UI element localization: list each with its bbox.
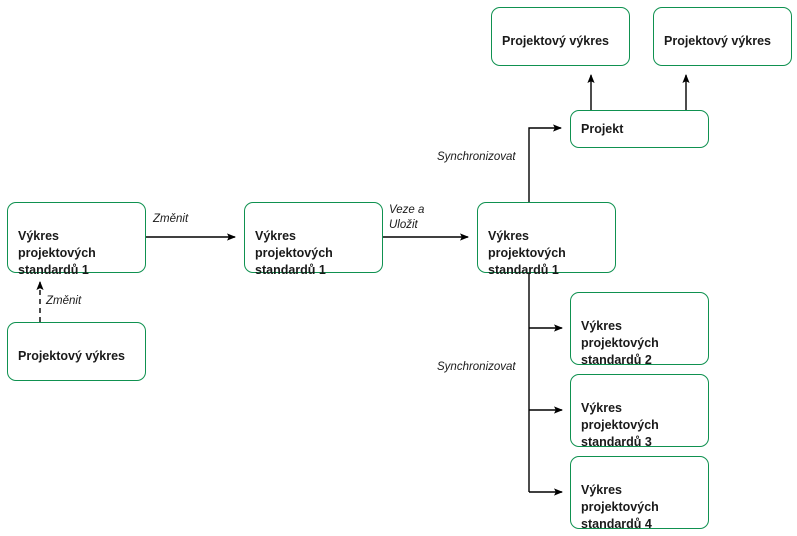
- node-vykres-standardu-3[interactable]: Výkres projektových standardů 3: [570, 374, 709, 449]
- node-label: Výkres projektových standardů 1: [488, 229, 566, 277]
- node-label: Výkres projektových standardů 4: [581, 483, 659, 531]
- edge-label-zmenit-horizontal: Změnit: [153, 213, 189, 225]
- node-projektovy-vykres-top-right[interactable]: Projektový výkres: [653, 7, 792, 66]
- node-projektovy-vykres-top-left[interactable]: Projektový výkres: [491, 7, 630, 66]
- edge-synchronizovat-projekt: [528, 124, 562, 202]
- node-vykres-standardu-1-c[interactable]: Výkres projektových standardů 1: [477, 202, 616, 277]
- node-vykres-standardu-1-a[interactable]: Výkres projektových standardů 1: [7, 202, 146, 277]
- node-label: Projektový výkres: [502, 34, 610, 48]
- node-label: Výkres projektových standardů 1: [255, 229, 333, 277]
- node-label: Výkres projektových standardů 1: [18, 229, 96, 277]
- node-label: Projektový výkres: [664, 34, 772, 48]
- edge-label-zmenit-vertical: Změnit: [46, 295, 82, 307]
- node-vykres-standardu-2[interactable]: Výkres projektových standardů 2: [570, 292, 709, 367]
- node-vykres-standardu-1-b[interactable]: Výkres projektových standardů 1: [244, 202, 383, 277]
- node-label: Výkres projektových standardů 3: [581, 401, 659, 449]
- node-projektovy-vykres-bottom-left[interactable]: Projektový výkres: [7, 322, 146, 381]
- node-vykres-standardu-4[interactable]: Výkres projektových standardů 4: [570, 456, 709, 531]
- edge-label-veze-a-ulozit: Veze a Uložit: [389, 204, 425, 231]
- edge-label-synchronizovat-top: Synchronizovat: [437, 151, 516, 163]
- node-projekt[interactable]: Projekt: [570, 110, 709, 148]
- node-label: Projekt: [581, 121, 624, 136]
- node-label: Výkres projektových standardů 2: [581, 319, 659, 367]
- node-label: Projektový výkres: [18, 349, 126, 363]
- edge-label-synchronizovat-bottom: Synchronizovat: [437, 361, 516, 373]
